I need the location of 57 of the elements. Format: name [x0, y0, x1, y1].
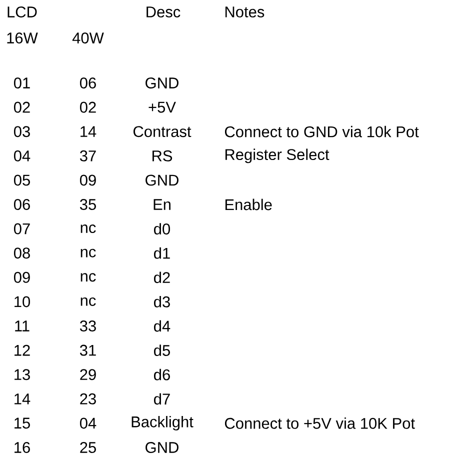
table-cell: 03 [14, 126, 30, 138]
table-cell: 29 [80, 369, 96, 380]
table-cell: 31 [80, 344, 96, 356]
table-cell: GND [146, 174, 178, 186]
column-header: 16W [7, 32, 38, 44]
table-cell: 12 [14, 344, 30, 356]
table-cell: GND [146, 78, 178, 88]
table-cell: 35 [80, 199, 96, 210]
table-cell: 05 [14, 174, 30, 186]
table-cell: 04 [14, 150, 30, 162]
table-cell: 04 [80, 418, 96, 429]
table-cell: 06 [80, 78, 96, 88]
table-cell: 11 [15, 320, 30, 332]
table-cell: 02 [14, 102, 30, 113]
table-cell: nc [80, 273, 96, 282]
table-cell: 16 [14, 442, 30, 453]
table-cell: 06 [14, 199, 30, 210]
table-cell: d6 [154, 368, 170, 380]
column-header: LCD [8, 6, 37, 18]
table-cell: 09 [14, 272, 30, 283]
table-cell: 09 [80, 174, 96, 186]
table-cell: d5 [154, 344, 170, 356]
table-cell: nc [80, 297, 96, 306]
table-cell: nc [80, 248, 96, 258]
table-cell: d7 [154, 393, 170, 405]
table-cell: Connect to +5V via 10K Pot [224, 418, 415, 429]
table-cell: nc [80, 224, 96, 234]
table-cell: Contrast [134, 126, 192, 138]
table-cell: 10 [14, 296, 30, 308]
table-cell: 07 [14, 223, 30, 234]
table-cell: 02 [80, 102, 96, 113]
table-cell: d2 [154, 272, 170, 284]
table-cell: 37 [80, 150, 96, 162]
table-cell: d1 [154, 247, 170, 259]
column-header: Notes [225, 6, 264, 18]
table-cell: d3 [154, 296, 170, 308]
table-cell: d0 [154, 223, 170, 234]
table-cell: 25 [80, 442, 96, 453]
table-cell: GND [146, 442, 178, 453]
table-cell: 33 [80, 320, 96, 332]
table-cell: 15 [14, 418, 30, 429]
table-cell: 08 [14, 248, 30, 259]
table-cell: d4 [154, 320, 170, 332]
table-cell: Connect to GND via 10k Pot [224, 126, 419, 138]
table-cell: 14 [80, 126, 96, 137]
table-cell: 01 [14, 78, 30, 88]
table-cell: RS [152, 150, 172, 162]
table-cell: 23 [80, 393, 96, 404]
column-header: Desc [146, 6, 180, 18]
table-cell: Enable [225, 198, 272, 210]
table-cell: 14 [14, 394, 30, 404]
column-header: 40W [72, 32, 104, 44]
table-cell: En [154, 199, 170, 210]
table-cell: 13 [14, 369, 30, 380]
table-cell: +5V [148, 102, 176, 113]
table-cell: Register Select [225, 148, 330, 164]
table-cell: Backlight [132, 416, 194, 430]
